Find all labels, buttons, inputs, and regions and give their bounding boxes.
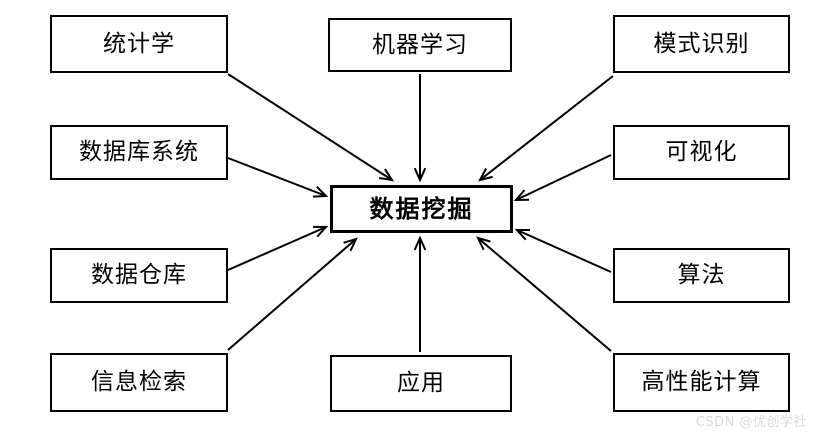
node-pattern-recognition[interactable]: 模式识别	[613, 15, 790, 73]
arrowhead-icon	[478, 168, 493, 182]
node-label-algorithms: 算法	[677, 262, 726, 288]
node-database-systems[interactable]: 数据库系统	[50, 125, 228, 180]
node-label-statistics: 统计学	[103, 30, 175, 57]
edge-high-performance-computing-to-data-mining	[476, 236, 612, 352]
node-label-pattern-recognition: 模式识别	[653, 30, 750, 57]
arrowhead-icon	[312, 225, 329, 238]
arrowhead-icon	[413, 167, 427, 183]
edge-pattern-recognition-to-data-mining	[478, 75, 614, 182]
edge-database-systems-to-data-mining	[227, 157, 329, 198]
edge-statistics-to-data-mining	[227, 73, 395, 182]
node-data-warehouse[interactable]: 数据仓库	[50, 248, 228, 303]
node-visualization[interactable]: 可视化	[613, 125, 790, 180]
arrowhead-icon	[379, 168, 395, 182]
arrowhead-icon	[514, 228, 531, 241]
edge-applications-to-data-mining	[413, 235, 427, 352]
node-label-database-systems: 数据库系统	[79, 139, 199, 165]
node-applications[interactable]: 应用	[330, 355, 512, 412]
node-machine-learning[interactable]: 机器学习	[328, 18, 512, 72]
node-data-mining[interactable]: 数据挖掘	[330, 185, 513, 233]
node-information-retrieval[interactable]: 信息检索	[50, 353, 228, 412]
node-label-high-performance-computing: 高性能计算	[641, 369, 762, 395]
node-high-performance-computing[interactable]: 高性能计算	[613, 353, 790, 412]
node-algorithms[interactable]: 算法	[613, 248, 790, 303]
node-label-applications: 应用	[397, 370, 445, 396]
arrowhead-icon	[513, 189, 530, 202]
edge-data-warehouse-to-data-mining	[227, 225, 329, 271]
edge-algorithms-to-data-mining	[514, 228, 612, 273]
arrowhead-icon	[413, 235, 427, 251]
node-label-machine-learning: 机器学习	[372, 31, 468, 58]
node-label-data-mining: 数据挖掘	[369, 195, 474, 223]
edge-visualization-to-data-mining	[513, 154, 612, 202]
edge-information-retrieval-to-data-mining	[227, 237, 358, 351]
node-label-data-warehouse: 数据仓库	[91, 262, 187, 288]
node-label-information-retrieval: 信息检索	[91, 369, 187, 395]
arrowhead-icon	[312, 186, 329, 198]
node-label-visualization: 可视化	[665, 139, 738, 165]
watermark: CSDN @优创学社	[695, 415, 807, 430]
node-statistics[interactable]: 统计学	[50, 15, 228, 73]
arrowhead-icon	[343, 237, 358, 252]
arrowhead-icon	[476, 236, 491, 251]
edge-machine-learning-to-data-mining	[413, 74, 427, 183]
